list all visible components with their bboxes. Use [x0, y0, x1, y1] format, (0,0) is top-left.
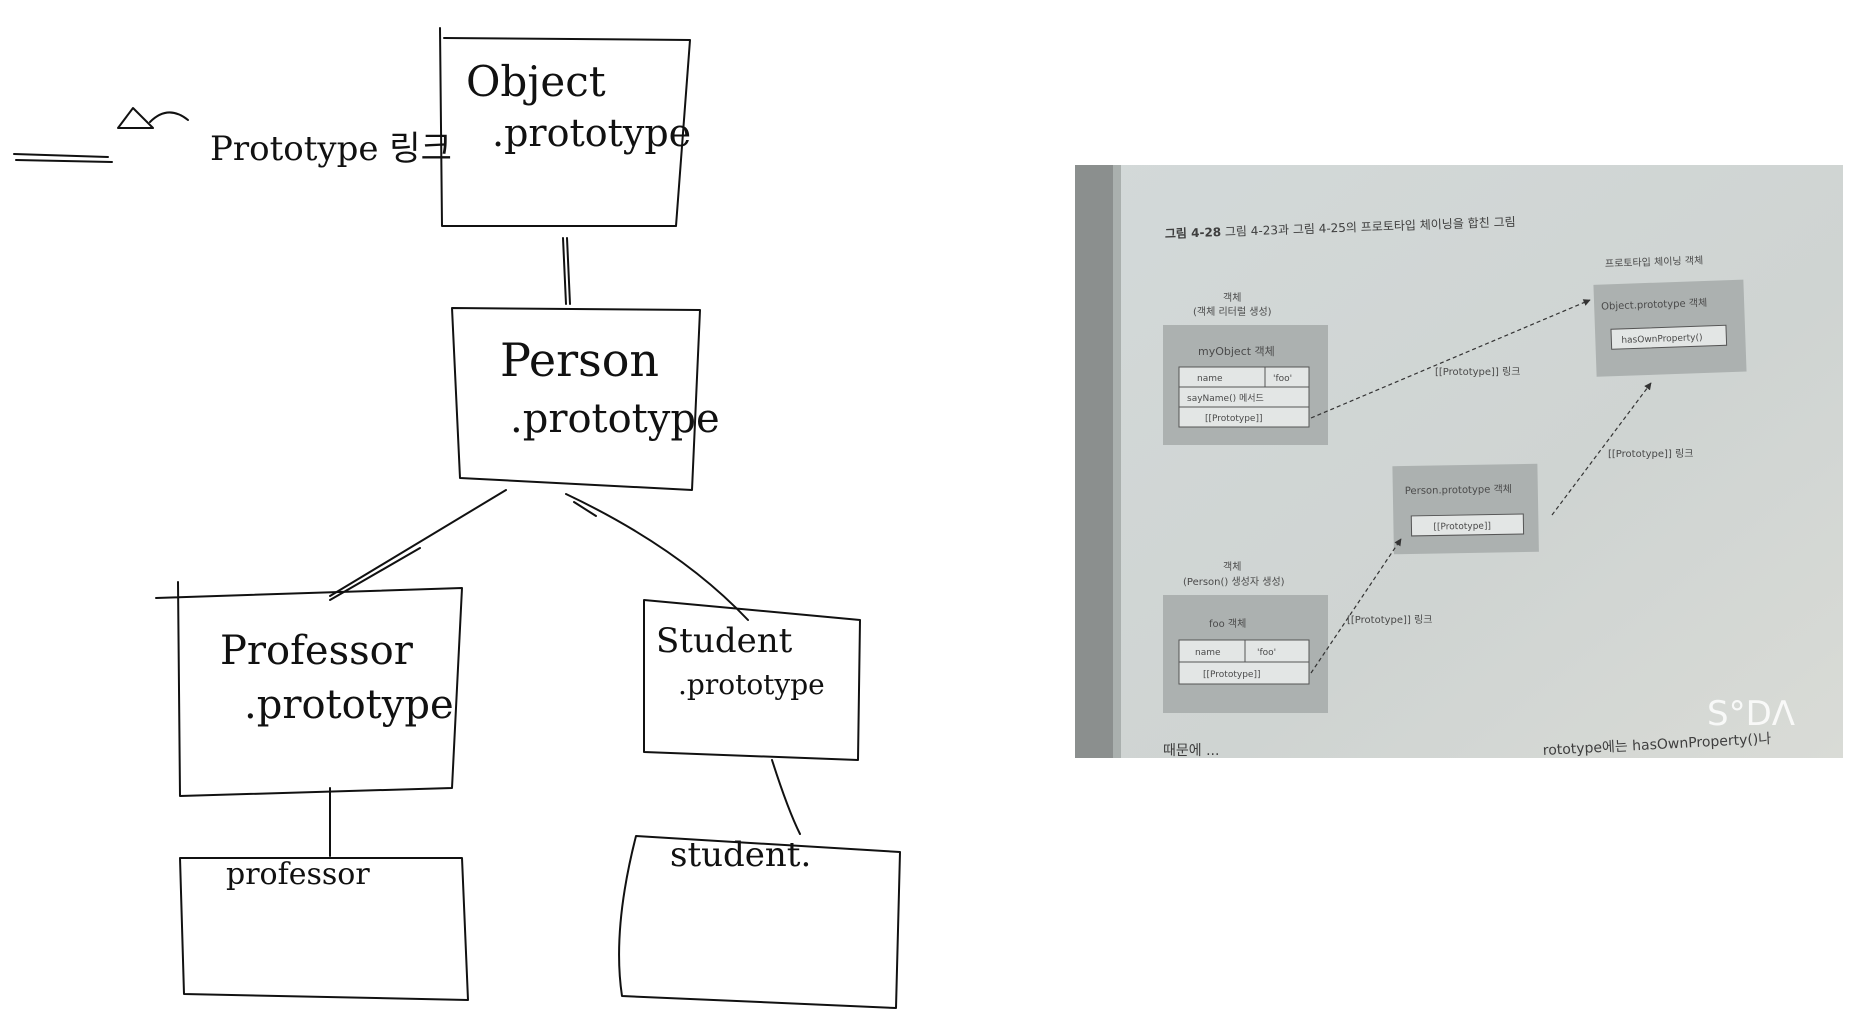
legend-link-symbol — [13, 107, 189, 163]
link-label-3: [[Prototype]] 링크 — [1347, 614, 1432, 626]
myobject-proto-slot: [[Prototype]] — [1205, 414, 1262, 424]
book-figure-photo: 그림 4-28 그림 4-23과 그림 4-25의 프로토타입 체이닝을 합친 … — [1075, 165, 1843, 758]
object-person-link — [562, 237, 567, 305]
foo-title: foo 객체 — [1209, 618, 1246, 630]
professor-prototype-subtitle: .prototype — [244, 682, 454, 728]
student-instance-link — [771, 759, 801, 835]
person-professor-link — [329, 489, 507, 601]
student-prototype-subtitle: .prototype — [678, 668, 825, 701]
object-prototype-object: Object.prototype 객체 hasOwnProperty() — [1593, 279, 1747, 377]
person-prototype-subtitle: .prototype — [510, 396, 720, 442]
person-prototype-box — [451, 307, 701, 491]
person-student-link — [565, 493, 749, 621]
body-text-left: 때문에 ... — [1163, 743, 1219, 758]
myobject-to-object-link — [1310, 299, 1591, 419]
foo-to-person-link — [1310, 538, 1402, 674]
myobject-title: myObject 객체 — [1198, 345, 1275, 358]
student-instance-box — [618, 835, 901, 1009]
book-spine-shadow — [1075, 165, 1113, 758]
hand-drawn-diagram: Prototype 링크 Object .prototype Person .p… — [13, 27, 901, 1009]
object-prototype-subtitle: .prototype — [492, 111, 691, 155]
chain-title: 프로토타입 체이닝 객체 — [1605, 254, 1704, 270]
foo-prop-name: name — [1195, 648, 1221, 658]
professor-prototype-box — [155, 581, 463, 797]
foo-prop-value: 'foo' — [1257, 648, 1276, 658]
link-label-2: [[Prototype]] 링크 — [1608, 448, 1693, 460]
student-prototype-title: Student — [656, 621, 793, 661]
myobject-object: 객체 (객체 리터럴 생성) myObject 객체 name 'foo' sa… — [1163, 292, 1328, 445]
foo-heading-sub: (Person() 생성자 생성) — [1183, 576, 1285, 588]
myobject-prop-name: name — [1197, 374, 1223, 384]
person-prototype-object: Person.prototype 객체 [[Prototype]] — [1392, 463, 1539, 555]
professor-instance-label: professor — [226, 857, 370, 892]
student-prototype-box — [643, 599, 861, 761]
professor-prototype-title: Professor — [220, 628, 414, 674]
legend-label: Prototype 링크 — [210, 129, 452, 169]
foo-object: 객체 (Person() 생성자 생성) foo 객체 name 'foo' [… — [1163, 561, 1328, 713]
person-prototype-proto-slot: [[Prototype]] — [1433, 522, 1491, 533]
professor-instance-box — [179, 857, 469, 1001]
myobject-heading-sub: (객체 리터럴 생성) — [1193, 305, 1272, 318]
object-prototype-box — [439, 27, 691, 227]
object-prototype-title: Object — [466, 57, 606, 106]
myobject-prop-value: 'foo' — [1273, 374, 1292, 384]
soda-watermark: S°DΛ — [1707, 694, 1795, 734]
myobject-heading: 객체 — [1223, 292, 1241, 304]
has-own-property-method: hasOwnProperty() — [1621, 333, 1702, 346]
foo-heading: 객체 — [1223, 561, 1241, 573]
object-prototype-title: Object.prototype 객체 — [1601, 297, 1707, 313]
foo-proto-slot: [[Prototype]] — [1203, 670, 1260, 680]
figure-number: 그림 4-28 — [1165, 225, 1222, 241]
student-instance-label: student. — [670, 835, 811, 875]
myobject-method: sayName() 메서드 — [1187, 393, 1264, 404]
person-prototype-title: Person — [500, 333, 659, 387]
person-prototype-title: Person.prototype 객체 — [1405, 483, 1512, 497]
link-label-1: [[Prototype]] 링크 — [1435, 366, 1520, 378]
